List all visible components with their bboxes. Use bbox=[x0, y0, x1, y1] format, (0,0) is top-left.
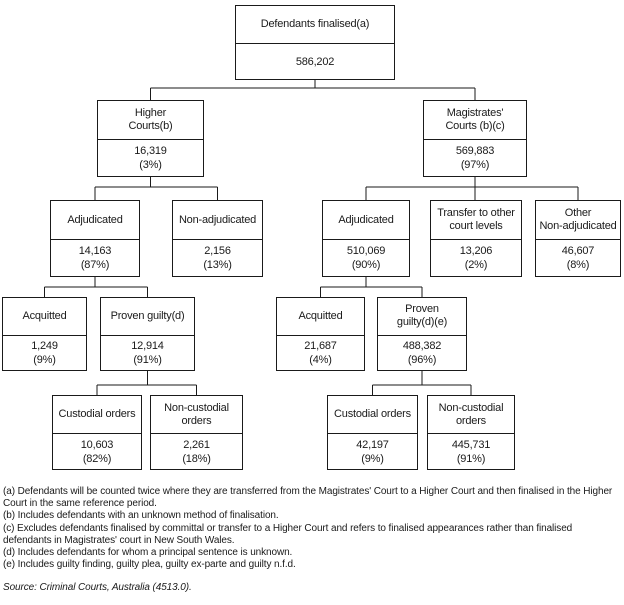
node-percent: (18%) bbox=[182, 452, 211, 465]
node-percent: (8%) bbox=[566, 259, 590, 271]
node-count: 42,197 bbox=[356, 438, 389, 451]
node-value: 1,249 (9%) bbox=[3, 336, 86, 371]
node-count: 10,603 bbox=[80, 438, 114, 451]
node-label: Adjudicated bbox=[323, 201, 409, 240]
footnote-a: (a) Defendants will be counted twice whe… bbox=[3, 486, 613, 510]
node-label: Non-custodial orders bbox=[428, 396, 514, 434]
node-percent: (2%) bbox=[464, 259, 488, 271]
node-higher-proven-guilty: Proven guilty(d) 12,914 (91%) bbox=[100, 297, 195, 371]
node-percent: (91%) bbox=[133, 353, 162, 366]
node-value: 12,914 (91%) bbox=[101, 336, 194, 371]
node-value: 510,069 (90%) bbox=[323, 240, 409, 276]
node-value: 42,197 (9%) bbox=[328, 434, 417, 469]
node-value: 21,687 (4%) bbox=[277, 336, 364, 371]
node-mag-adjudicated: Adjudicated 510,069 (90%) bbox=[322, 200, 410, 277]
node-value: 14,163 (87%) bbox=[51, 240, 139, 276]
node-count: 12,914 bbox=[131, 339, 164, 352]
connector-root-to-courts bbox=[150, 80, 476, 100]
node-label: Custodial orders bbox=[53, 396, 141, 434]
node-percent: (96%) bbox=[407, 353, 437, 366]
node-higher-courts: Higher Courts(b) 16,319 (3%) bbox=[97, 100, 204, 177]
node-higher-acquitted: Acquitted 1,249 (9%) bbox=[2, 297, 87, 371]
node-mag-custodial-orders: Custodial orders 42,197 (9%) bbox=[327, 395, 418, 470]
node-higher-custodial-orders: Custodial orders 10,603 (82%) bbox=[52, 395, 142, 470]
node-percent: (9%) bbox=[361, 452, 384, 465]
footnote-e: (e) Includes guilty finding, guilty plea… bbox=[3, 559, 296, 571]
node-label: Higher Courts(b) bbox=[98, 101, 203, 140]
node-count: 46,607 bbox=[561, 245, 595, 257]
node-label: Defendants finalised(a) bbox=[236, 6, 394, 44]
node-defendants-finalised: Defendants finalised(a) 586,202 bbox=[235, 5, 395, 80]
node-value: 13,206 (2%) bbox=[431, 240, 521, 276]
footnote-b: (b) Includes defendants with an unknown … bbox=[3, 510, 279, 522]
node-label: Other Non-adjudicated bbox=[536, 201, 620, 240]
node-count: 488,382 bbox=[402, 339, 442, 352]
node-percent: (87%) bbox=[80, 259, 110, 271]
node-label: Proven guilty(d)(e) bbox=[378, 298, 466, 336]
node-mag-transfer: Transfer to other court levels 13,206 (2… bbox=[430, 200, 522, 277]
node-value: 586,202 bbox=[236, 44, 394, 79]
node-count: 2,156 bbox=[204, 245, 231, 257]
node-value: 46,607 (8%) bbox=[536, 240, 620, 276]
node-value: 2,261 (18%) bbox=[151, 434, 242, 469]
footnote-d: (d) Includes defendants for whom a princ… bbox=[3, 547, 293, 559]
connector-magistrates-to-adjudication bbox=[365, 177, 579, 200]
node-percent: (3%) bbox=[139, 159, 162, 171]
node-label: Custodial orders bbox=[328, 396, 417, 434]
node-value: 488,382 (96%) bbox=[378, 336, 466, 371]
connector-higher-adjudicated-to-outcome bbox=[44, 277, 148, 297]
node-label: Non-custodial orders bbox=[151, 396, 242, 434]
footnote-c: (c) Excludes defendants finalised by com… bbox=[3, 522, 573, 546]
source-line: Source: Criminal Courts, Australia (4513… bbox=[3, 582, 192, 594]
node-value: 16,319 (3%) bbox=[98, 140, 203, 176]
connector-higher-to-adjudication bbox=[94, 177, 218, 200]
node-count: 510,069 bbox=[346, 245, 386, 257]
node-higher-non-custodial-orders: Non-custodial orders 2,261 (18%) bbox=[150, 395, 243, 470]
node-count: 21,687 bbox=[304, 339, 337, 352]
node-value: 445,731 (91%) bbox=[428, 434, 514, 469]
node-count: 569,883 bbox=[455, 145, 495, 157]
node-count: 2,261 bbox=[183, 438, 210, 451]
node-label: Acquitted bbox=[277, 298, 364, 336]
node-value: 569,883 (97%) bbox=[424, 140, 526, 176]
node-mag-other-non-adjudicated: Other Non-adjudicated 46,607 (8%) bbox=[535, 200, 621, 277]
node-count: 16,319 bbox=[134, 145, 167, 157]
node-percent: (82%) bbox=[82, 452, 112, 465]
node-higher-adjudicated: Adjudicated 14,163 (87%) bbox=[50, 200, 140, 277]
node-value: 10,603 (82%) bbox=[53, 434, 141, 469]
node-label: Adjudicated bbox=[51, 201, 139, 240]
node-label: Magistrates' Courts (b)(c) bbox=[424, 101, 526, 140]
node-percent: (90%) bbox=[351, 259, 381, 271]
connector-mag-adjudicated-to-outcome bbox=[320, 277, 423, 297]
node-label: Transfer to other court levels bbox=[431, 201, 521, 240]
node-count: 14,163 bbox=[78, 245, 112, 257]
node-label: Non-adjudicated bbox=[173, 201, 262, 240]
node-mag-proven-guilty: Proven guilty(d)(e) 488,382 (96%) bbox=[377, 297, 467, 371]
node-percent: (13%) bbox=[203, 259, 232, 271]
node-percent: (9%) bbox=[33, 353, 56, 366]
connector-higher-guilty-to-orders bbox=[96, 371, 197, 395]
node-mag-acquitted: Acquitted 21,687 (4%) bbox=[276, 297, 365, 371]
node-higher-non-adjudicated: Non-adjudicated 2,156 (13%) bbox=[172, 200, 263, 277]
node-percent: (97%) bbox=[460, 159, 490, 171]
node-count: 445,731 bbox=[451, 438, 491, 451]
footnotes-block: (a) Defendants will be counted twice whe… bbox=[3, 486, 615, 595]
node-count: 13,206 bbox=[459, 245, 493, 257]
node-label: Proven guilty(d) bbox=[101, 298, 194, 336]
node-count: 586,202 bbox=[295, 55, 335, 68]
connector-mag-guilty-to-orders bbox=[372, 371, 472, 395]
node-mag-non-custodial-orders: Non-custodial orders 445,731 (91%) bbox=[427, 395, 515, 470]
node-percent: (91%) bbox=[456, 452, 486, 465]
node-magistrates-courts: Magistrates' Courts (b)(c) 569,883 (97%) bbox=[423, 100, 527, 177]
node-value: 2,156 (13%) bbox=[173, 240, 262, 276]
node-count: 1,249 bbox=[31, 339, 58, 352]
node-percent: (4%) bbox=[309, 353, 332, 366]
node-label: Acquitted bbox=[3, 298, 86, 336]
